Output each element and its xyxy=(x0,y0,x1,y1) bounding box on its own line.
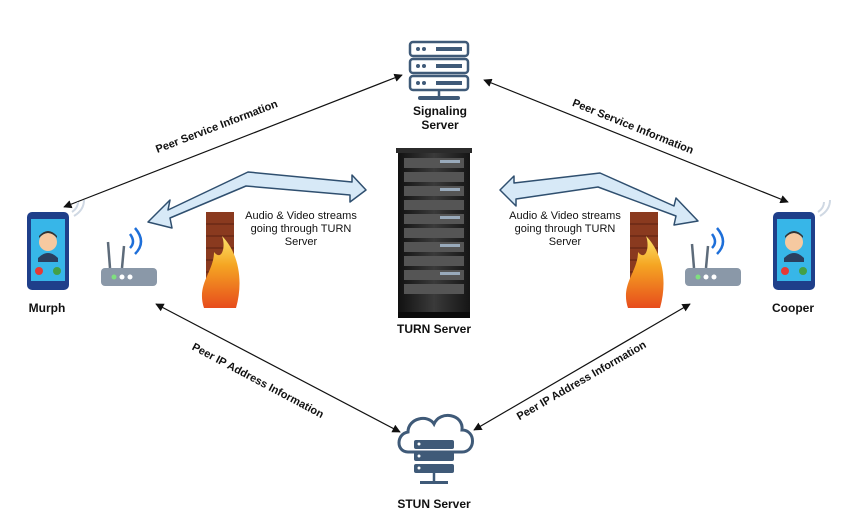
stream-right-line3: Server xyxy=(548,236,582,248)
stream-right-line1: Audio & Video streams xyxy=(509,210,621,222)
stream-label-left: Audio & Video streams going through TURN… xyxy=(236,210,366,249)
signaling-server-icon xyxy=(408,40,470,100)
stream-left-line1: Audio & Video streams xyxy=(245,210,357,222)
stun-cooper-line xyxy=(473,303,691,431)
connector-lines xyxy=(63,73,789,433)
stun-murph-line xyxy=(155,303,401,433)
signaling-label-line1: Signaling xyxy=(413,104,467,118)
signaling-label-line2: Server xyxy=(421,118,459,132)
wifi-icon-cooper xyxy=(817,199,831,217)
phone-icon-cooper xyxy=(773,212,815,290)
stream-right-line2: going through TURN xyxy=(514,223,616,235)
firewall-icon-left xyxy=(201,212,240,308)
stream-arrow-left xyxy=(147,171,367,229)
firewall-icon-right xyxy=(625,212,664,308)
peer-name-cooper: Cooper xyxy=(772,301,814,315)
turn-server-rack-icon xyxy=(396,148,472,318)
stream-label-right: Audio & Video streams going through TURN… xyxy=(500,210,630,249)
stun-cloud-server-icon xyxy=(397,414,474,484)
wifi-icon-murph xyxy=(71,199,85,217)
signaling-murph-line xyxy=(63,73,403,209)
stream-left-line2: going through TURN xyxy=(250,223,352,235)
stun-server-label: STUN Server xyxy=(397,497,471,511)
signaling-cooper-line xyxy=(483,78,789,204)
stream-arrow-right xyxy=(499,172,699,226)
signaling-server-label: Signaling Server xyxy=(395,104,485,132)
turn-server-label: TURN Server xyxy=(396,322,472,336)
router-icon-left xyxy=(101,227,157,286)
stream-left-line3: Server xyxy=(284,236,318,248)
router-icon-right xyxy=(685,227,741,286)
phone-icon-murph xyxy=(27,212,69,290)
peer-name-murph: Murph xyxy=(28,301,66,315)
